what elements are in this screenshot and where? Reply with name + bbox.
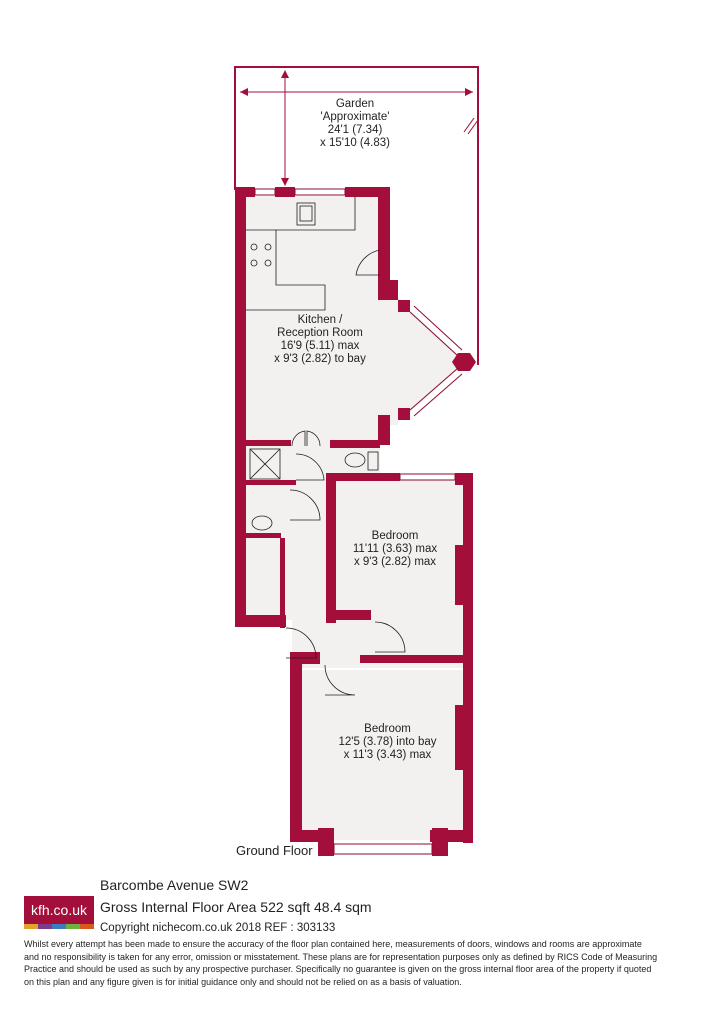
- garden-label: Garden 'Approximate' 24'1 (7.34) x 15'10…: [295, 98, 415, 150]
- cupboard-door-left: [291, 430, 306, 447]
- windows: [254, 188, 463, 855]
- basin-icon: [251, 515, 273, 531]
- copyright: Copyright nichecom.co.uk 2018 REF : 3031…: [100, 922, 336, 934]
- kitchen-label: Kitchen / Reception Room 16'9 (5.11) max…: [255, 314, 385, 366]
- hob-icon: [250, 243, 272, 267]
- disclaimer-line: on this plan and any figure given is for…: [24, 976, 462, 987]
- store-door: [285, 627, 317, 659]
- floor-plan: [234, 66, 479, 856]
- kitchen-label-line-4: x 9'3 (2.82) to bay: [274, 353, 366, 365]
- bathroom-door: [295, 453, 325, 481]
- garden-label-line-4: x 15'10 (4.83): [320, 137, 390, 149]
- bedroom2-label-line-1: Bedroom: [364, 723, 411, 735]
- disclaimer-line: Practice and should be used as such by a…: [24, 964, 652, 974]
- disclaimer: Whilst every attempt has been made to en…: [24, 938, 694, 988]
- bedroom1-label: Bedroom 11'11 (3.63) max x 9'3 (2.82) ma…: [335, 530, 455, 569]
- garden-area: [234, 66, 479, 365]
- floor-area: Gross Internal Floor Area 522 sqft 48.4 …: [100, 899, 372, 915]
- sink-icon: [296, 202, 316, 226]
- hall-door: [289, 489, 321, 521]
- bedroom2-label-line-2: 12'5 (3.78) into bay: [338, 736, 437, 748]
- fixtures: [246, 197, 406, 696]
- walls: [235, 187, 476, 856]
- bedroom2-door: [324, 664, 356, 696]
- kfh-logo: kfh.co.uk: [24, 896, 94, 932]
- logo-color-strip: [24, 924, 94, 929]
- garden-label-line-3: 24'1 (7.34): [327, 124, 383, 136]
- bedroom1-label-line-2: 11'11 (3.63) max: [352, 543, 438, 555]
- kitchen-door: [355, 249, 381, 276]
- bedroom1-label-line-3: x 9'3 (2.82) max: [353, 556, 437, 568]
- bedroom2-label: Bedroom 12'5 (3.78) into bay x 11'3 (3.4…: [320, 723, 455, 762]
- floor-label: Ground Floor: [236, 843, 313, 858]
- interior-floor: [246, 196, 466, 840]
- disclaimer-line: Whilst every attempt has been made to en…: [24, 939, 642, 949]
- bedroom1-door: [374, 621, 406, 653]
- kitchen-label-line-2: Reception Room: [277, 327, 363, 339]
- garden-label-line-1: Garden: [335, 98, 375, 110]
- bedroom1-label-line-1: Bedroom: [371, 530, 419, 542]
- kitchen-label-line-1: Kitchen /: [297, 314, 343, 326]
- logo-text: kfh.co.uk: [24, 896, 94, 924]
- disclaimer-line: and no responsibility is taken for any e…: [24, 951, 658, 962]
- toilet-icon: [344, 452, 366, 468]
- bedroom2-label-line-3: x 11'3 (3.43) max: [343, 749, 432, 761]
- cupboard-door-right: [306, 430, 321, 447]
- kitchen-label-line-3: 16'9 (5.11) max: [280, 340, 360, 352]
- shower-icon: [249, 448, 281, 480]
- property-address: Barcombe Avenue SW2: [100, 877, 249, 893]
- garden-label-line-2: 'Approximate': [320, 111, 390, 123]
